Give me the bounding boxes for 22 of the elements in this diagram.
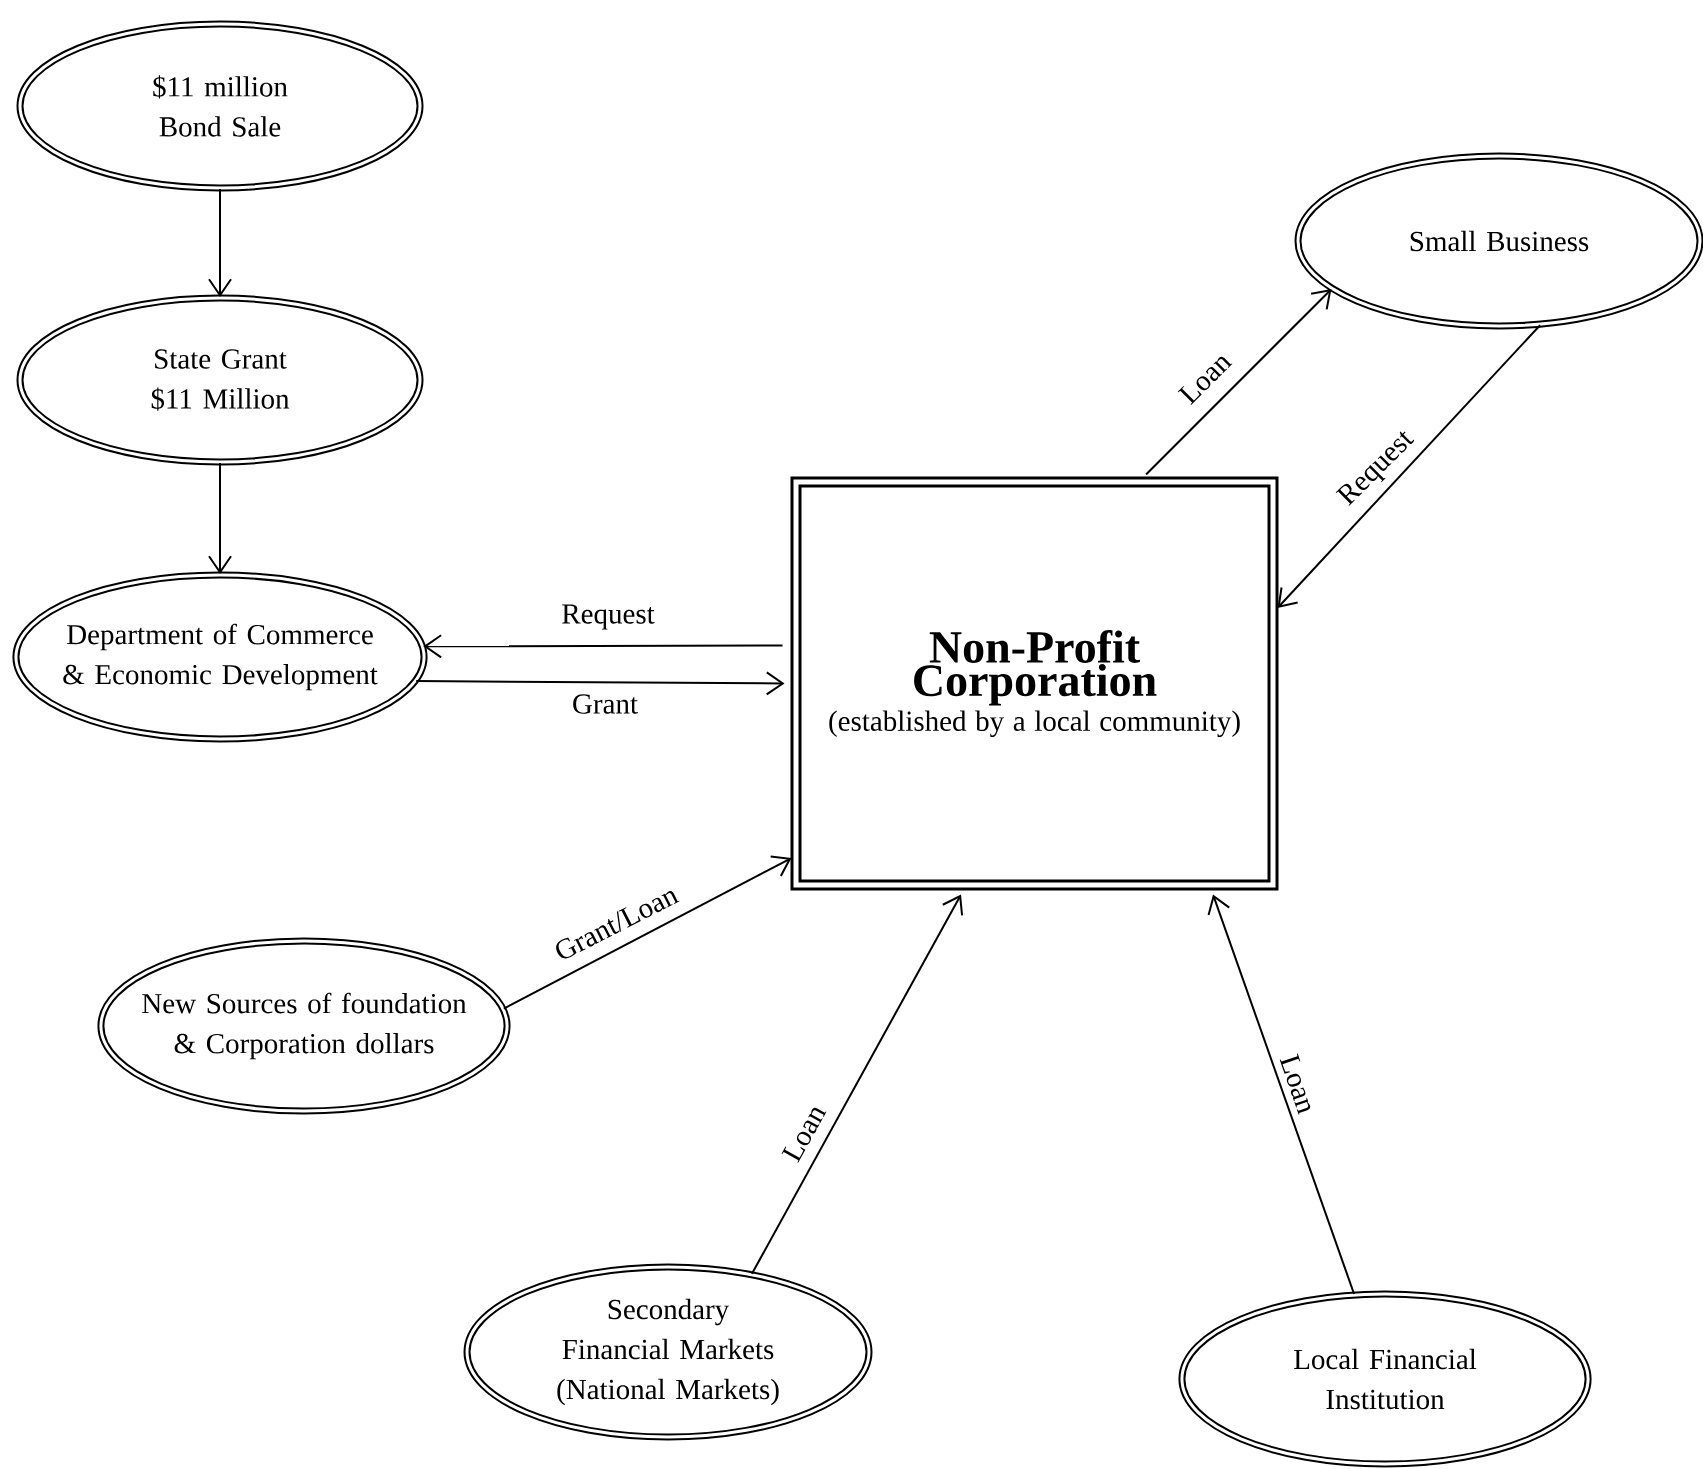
arrow	[1145, 289, 1332, 476]
ellipse-node: New Sources of foundation & Corporation dollars	[97, 937, 511, 1115]
edge-label: Grant	[573, 694, 638, 714]
ellipse-node: Local Financial Institution	[1178, 1290, 1592, 1468]
arrow	[208, 188, 232, 297]
edge-label: Loan	[781, 1107, 827, 1163]
arrow	[1277, 324, 1542, 608]
ellipse-node: Secondary Financial Markets (National Markets)	[463, 1263, 873, 1441]
ellipse-node: Department of Commerce & Economic Development	[12, 571, 428, 743]
edge-label: Loan	[1279, 1053, 1311, 1115]
arrow	[1207, 894, 1356, 1295]
ellipse-node: Small Business	[1294, 152, 1703, 330]
edge-label: Loan	[1177, 356, 1233, 406]
arrow	[415, 671, 785, 696]
arrow	[208, 462, 232, 574]
arrow	[750, 894, 964, 1275]
ellipse-node: State Grant $11 Million	[16, 294, 424, 466]
ellipse-node: $11 million Bond Sale	[16, 20, 424, 192]
corporation-box: Non-Profit Corporation (established by a local community)	[790, 476, 1279, 891]
arrow	[502, 855, 792, 1010]
arrow	[423, 634, 784, 659]
edge-label: Request	[562, 604, 655, 630]
